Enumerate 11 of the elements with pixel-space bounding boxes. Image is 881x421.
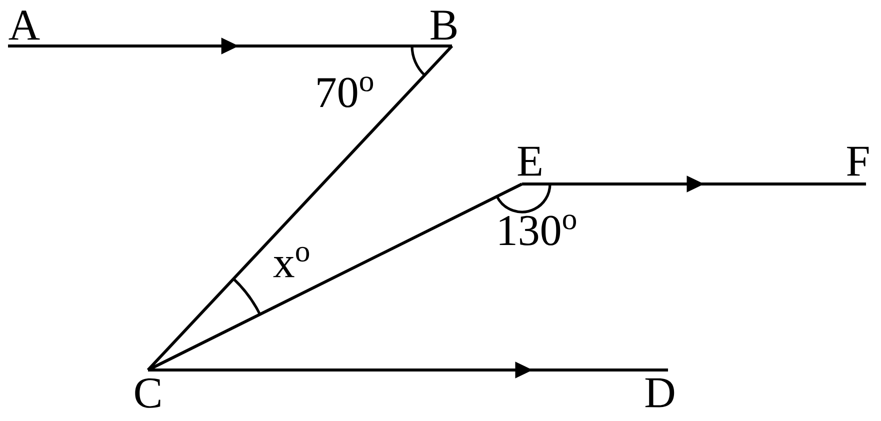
point-label: D bbox=[645, 378, 674, 408]
point-label: B bbox=[430, 10, 456, 40]
angle-label: 130$^{o}$ bbox=[500, 214, 576, 246]
point-label: C bbox=[135, 378, 160, 408]
line-segment bbox=[147, 182, 523, 372]
line-segment bbox=[146, 44, 454, 372]
point-label: F bbox=[847, 146, 869, 176]
angle-label: 70$^{o}$ bbox=[318, 76, 374, 108]
point-label: E bbox=[518, 146, 542, 176]
angle-label: x$^{o}$ bbox=[273, 246, 310, 278]
point-label: A bbox=[8, 10, 40, 40]
